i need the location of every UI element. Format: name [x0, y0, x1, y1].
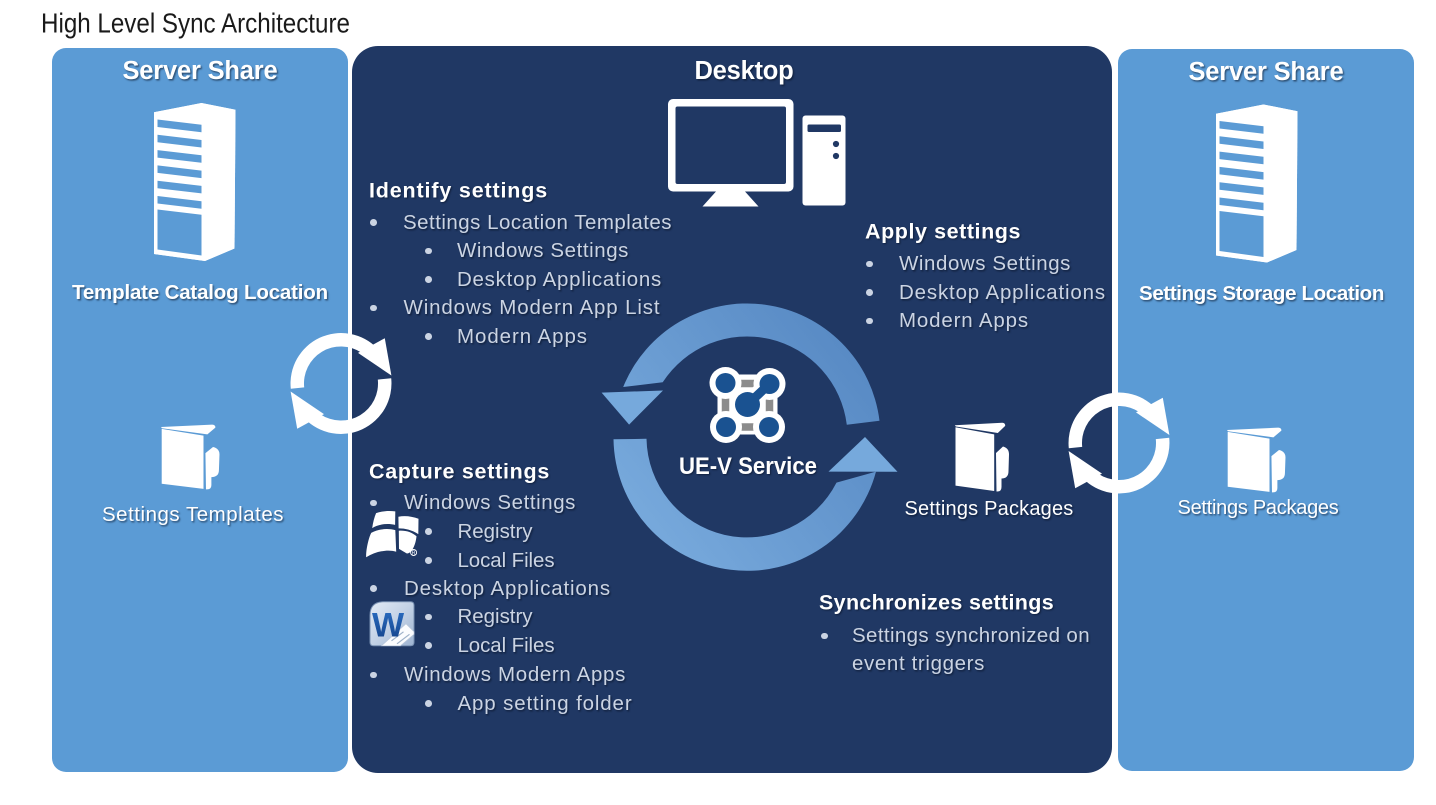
svg-text:R: R	[412, 550, 416, 556]
svg-text:W: W	[372, 606, 405, 644]
